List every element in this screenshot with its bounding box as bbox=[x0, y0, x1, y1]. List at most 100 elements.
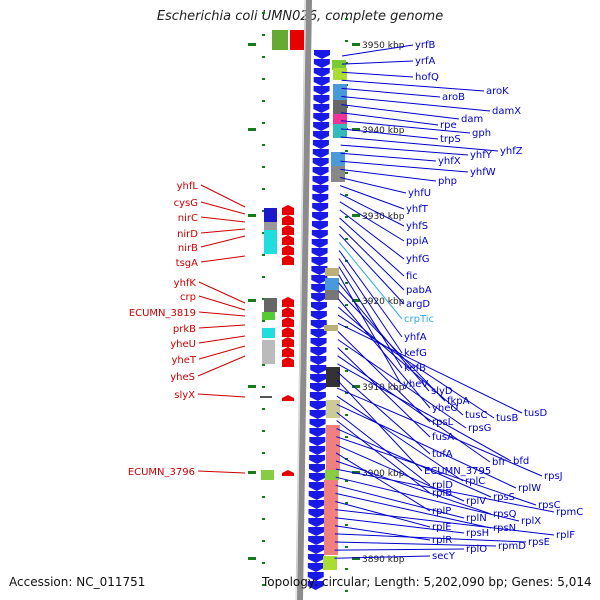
gene-label-rplW: rplW bbox=[518, 483, 541, 494]
forward-gene-arrow bbox=[309, 428, 326, 437]
right-guide-dot bbox=[345, 172, 348, 174]
forward-gene-arrow bbox=[313, 122, 330, 131]
forward-gene-arrow bbox=[308, 518, 325, 527]
forward-gene-arrow bbox=[311, 239, 328, 248]
forward-gene-arrow bbox=[312, 176, 329, 185]
scale-tick bbox=[352, 471, 360, 474]
forward-gene-arrow bbox=[312, 194, 329, 203]
right-guide-dot bbox=[345, 590, 348, 592]
left-guide-dot bbox=[262, 166, 265, 168]
left-guide-dot bbox=[262, 210, 265, 212]
right-guide-dot bbox=[345, 18, 348, 20]
gene-leader-line bbox=[337, 322, 523, 414]
forward-feature-block bbox=[333, 114, 347, 124]
gene-leader-line bbox=[337, 339, 467, 429]
scale-tick-left bbox=[248, 43, 256, 46]
accession-label: Accession: NC_011751 bbox=[9, 575, 146, 589]
left-guide-dot bbox=[262, 34, 265, 36]
gene-label-yhfL: yhfL bbox=[177, 181, 199, 192]
right-guide-dot bbox=[345, 502, 348, 504]
gene-leader-line bbox=[338, 274, 402, 385]
gene-label-yheV: yheV bbox=[403, 379, 428, 390]
forward-gene-arrow bbox=[310, 338, 327, 347]
forward-feature-block bbox=[323, 556, 337, 570]
gene-label-rplB: rplB bbox=[432, 488, 452, 499]
gene-leader-line bbox=[338, 258, 403, 354]
gene-label-rpsQ: rpsQ bbox=[493, 509, 517, 520]
forward-gene-arrow bbox=[311, 293, 328, 302]
gene-leader-line bbox=[340, 168, 437, 182]
forward-feature-block bbox=[331, 166, 345, 182]
reverse-gene-arrow bbox=[282, 245, 294, 255]
forward-gene-arrow bbox=[310, 302, 327, 311]
left-guide-dot bbox=[262, 188, 265, 190]
left-guide-dot bbox=[262, 584, 265, 586]
forward-gene-arrow bbox=[312, 203, 329, 212]
tick-3950-kbp: 3950 kbp bbox=[362, 41, 405, 51]
forward-gene-arrow bbox=[310, 311, 327, 320]
gene-leader-line bbox=[336, 395, 464, 482]
reverse-feature-block bbox=[262, 328, 275, 338]
gene-label-dam: dam bbox=[461, 114, 483, 125]
gene-label-tsgA: tsgA bbox=[176, 258, 198, 269]
forward-feature-block bbox=[333, 84, 347, 100]
forward-gene-arrow bbox=[312, 167, 329, 176]
gene-leader-line bbox=[338, 266, 403, 369]
reverse-feature-block bbox=[264, 230, 277, 254]
scale-tick bbox=[352, 128, 360, 131]
forward-gene-arrow bbox=[310, 320, 327, 329]
genome-summary: Topology: circular; Length: 5,202,090 bp… bbox=[262, 575, 592, 589]
forward-gene-arrow bbox=[309, 437, 326, 446]
reverse-feature-block bbox=[264, 222, 277, 230]
forward-gene-arrow bbox=[311, 248, 328, 257]
gene-label-slyX: slyX bbox=[174, 390, 195, 401]
right-guide-dot bbox=[345, 546, 348, 548]
reverse-feature-block bbox=[260, 396, 272, 398]
gene-leader-line bbox=[338, 233, 405, 305]
gene-leader-line bbox=[200, 184, 246, 208]
forward-feature-block bbox=[325, 470, 339, 480]
gene-label-yhfG: yhfG bbox=[406, 254, 430, 265]
gene-leader-line bbox=[339, 201, 405, 242]
gene-label-slyD: slyD bbox=[431, 386, 453, 397]
gene-leader-line bbox=[340, 152, 437, 162]
gene-label-rpmC: rpmC bbox=[556, 507, 583, 518]
gene-label-rplN: rplN bbox=[466, 513, 487, 524]
left-guide-dot bbox=[262, 276, 265, 278]
left-guide-dot bbox=[262, 232, 265, 234]
left-guide-dot bbox=[262, 298, 265, 300]
genome-axis bbox=[297, 0, 312, 600]
gene-leader-line bbox=[338, 290, 446, 402]
forward-gene-arrow bbox=[311, 275, 328, 284]
gene-label-fusA: fusA bbox=[432, 432, 454, 443]
left-guide-dot bbox=[262, 562, 265, 564]
forward-feature-block bbox=[332, 60, 346, 70]
left-guide-dot bbox=[262, 12, 265, 14]
right-guide-dot bbox=[345, 524, 348, 526]
gene-leader-line bbox=[337, 363, 512, 462]
gene-label-crp: crp bbox=[180, 292, 196, 303]
reverse-feature-block bbox=[272, 30, 288, 50]
gene-label-argD: argD bbox=[406, 299, 430, 310]
forward-gene-arrow bbox=[312, 149, 329, 158]
gene-label-yhfA: yhfA bbox=[404, 332, 427, 343]
gene-label-rplP: rplP bbox=[432, 506, 451, 517]
gene-label-rpsE: rpsE bbox=[528, 537, 550, 548]
gene-label-nirC: nirC bbox=[178, 213, 198, 224]
forward-gene-arrow bbox=[313, 131, 330, 140]
gene-leader-line bbox=[341, 79, 485, 92]
gene-label-bfr: bfr bbox=[492, 457, 507, 468]
gene-label-pabA: pabA bbox=[406, 285, 432, 296]
forward-gene-arrow bbox=[309, 401, 326, 410]
scale-tick-left bbox=[248, 128, 256, 131]
left-guide-dot bbox=[262, 518, 265, 520]
gene-label-rplR: rplR bbox=[432, 535, 452, 546]
reverse-gene-arrow bbox=[282, 337, 294, 347]
gene-label-rpsJ: rpsJ bbox=[544, 471, 563, 482]
right-guide-dot bbox=[345, 238, 348, 240]
scale-tick-left bbox=[248, 299, 256, 302]
forward-gene-arrow bbox=[313, 113, 330, 122]
forward-feature-block bbox=[324, 325, 338, 331]
gene-leader-line bbox=[198, 311, 246, 317]
left-guide-dot bbox=[262, 408, 265, 410]
